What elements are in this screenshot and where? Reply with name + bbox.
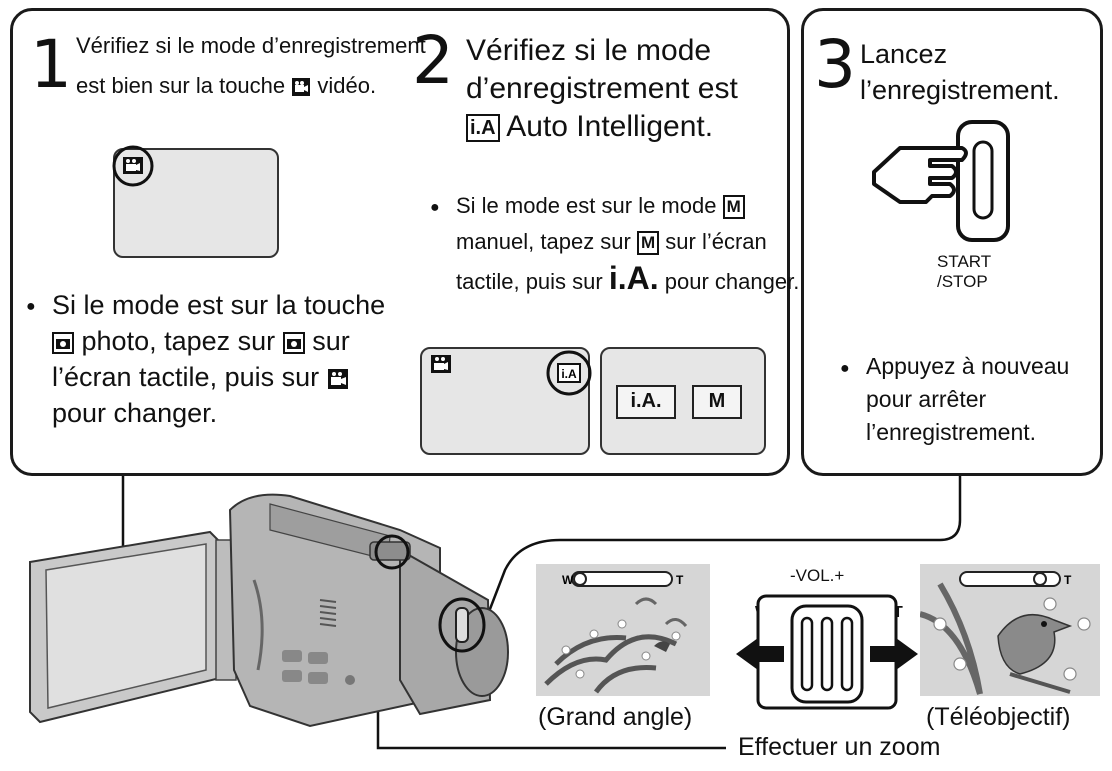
manual-mode-icon: M (722, 195, 745, 220)
step1-bullet: Si le mode est sur la touche photo, tape… (26, 287, 412, 431)
step2-bullet-l3-text-a: tactile, puis sur (456, 269, 603, 294)
step2-number: 2 (412, 22, 454, 99)
step1-bullet-l2-text: photo, tapez sur (81, 326, 276, 356)
press-button-hand-icon (872, 120, 1010, 242)
video-mode-icon (292, 78, 311, 97)
step3-line2: l’enregistrement. (860, 75, 1060, 105)
ia-icon: i.A (466, 114, 500, 143)
step3-bullet-l3: l’enregistrement. (866, 419, 1037, 445)
step1-bullet-l1: Si le mode est sur la touche (26, 287, 412, 325)
svg-text:T: T (676, 573, 684, 587)
step2-line2: d’enregistrement est (466, 72, 738, 105)
start-label: START (937, 252, 992, 271)
telephoto-photo: T (920, 564, 1100, 696)
start-stop-label: START /STOP (937, 252, 991, 292)
ia-bold-label: i.A. (608, 260, 659, 296)
stop-label: /STOP (937, 272, 988, 291)
step2-bullet-l2-text-a: manuel, tapez sur (456, 229, 631, 254)
svg-text:T: T (1064, 573, 1072, 587)
step2-bullet: Si le mode est sur le mode M manuel, tap… (430, 190, 799, 298)
photo-mode-icon (282, 331, 305, 354)
step2-ia-highlight-circle: i.A (546, 350, 592, 396)
step3-bullet-l2: pour arrêter (866, 386, 987, 412)
step1-bullet-l2-text-b: sur (312, 326, 350, 356)
manual-mode-icon-label: M (726, 197, 741, 217)
step2-heading: Vérifiez si le mode d’enregistrement est… (466, 32, 738, 146)
step1-bullet-l4: pour changer. (52, 398, 218, 428)
step1-text-line2: est bien sur la touche vidéo. (76, 70, 376, 102)
step3-line1: Lancez (860, 39, 948, 69)
svg-text:i.A: i.A (561, 367, 577, 381)
camcorder-illustration (29, 493, 509, 728)
step1-text-line1: Vérifiez si le mode d’enregistrement (76, 33, 426, 58)
zoom-caption: Effectuer un zoom (738, 733, 941, 761)
video-mode-icon (327, 368, 348, 389)
manual-mode-icon-label: M (641, 233, 656, 253)
zoom-lever-icon[interactable] (732, 588, 922, 718)
telephoto-caption: (Téléobjectif) (926, 703, 1071, 731)
step2-line3: i.A Auto Intelligent. (466, 108, 738, 146)
step2-bullet-l2-text-b: sur l’écran (665, 229, 767, 254)
zoom-t-label: T (893, 604, 903, 621)
step1-line2-a: est bien sur la touche (76, 73, 286, 98)
step2-bullet-l2: manuel, tapez sur M sur l’écran (456, 226, 786, 258)
wide-angle-caption: (Grand angle) (538, 703, 693, 731)
step2-line3-text: Auto Intelligent. (506, 110, 714, 143)
wide-angle-photo: W T (536, 564, 710, 696)
step2-bullet-l1-text: Si le mode est sur le mode (456, 193, 717, 218)
step1-bullet-l2: photo, tapez sur sur (52, 323, 412, 359)
manual-mode-button[interactable]: M (692, 385, 742, 419)
step1-bullet-l3-text: l’écran tactile, puis sur (52, 362, 320, 392)
step2-bullet-l3: tactile, puis sur i.A. pour changer. (456, 260, 799, 298)
ia-icon-label: i.A (470, 117, 496, 140)
step3-heading: Lancez l’enregistrement. (860, 36, 1060, 108)
step2-bullet-l1: Si le mode est sur le mode M (430, 190, 786, 224)
step1-bullet-l3: l’écran tactile, puis sur (52, 359, 412, 395)
step3-bullet: Appuyez à nouveau pour arrêter l’enregis… (840, 350, 1096, 449)
step1-line2-b: vidéo. (317, 73, 377, 98)
step1-video-icon-highlight (112, 145, 154, 187)
step2-line1: Vérifiez si le mode (466, 34, 712, 67)
manual-mode-icon: M (637, 231, 660, 256)
vol-label: -VOL.+ (790, 566, 845, 585)
panel-step-3 (801, 8, 1103, 476)
ia-mode-button[interactable]: i.A. (616, 385, 676, 419)
step1-number: 1 (30, 26, 72, 103)
step3-number: 3 (814, 26, 856, 103)
step2-bullet-l3-text-b: pour changer. (664, 269, 800, 294)
step2-video-icon (431, 355, 451, 373)
photo-mode-icon (52, 331, 74, 354)
step3-bullet-l1: Appuyez à nouveau (840, 350, 1096, 385)
svg-text:W: W (562, 573, 574, 587)
